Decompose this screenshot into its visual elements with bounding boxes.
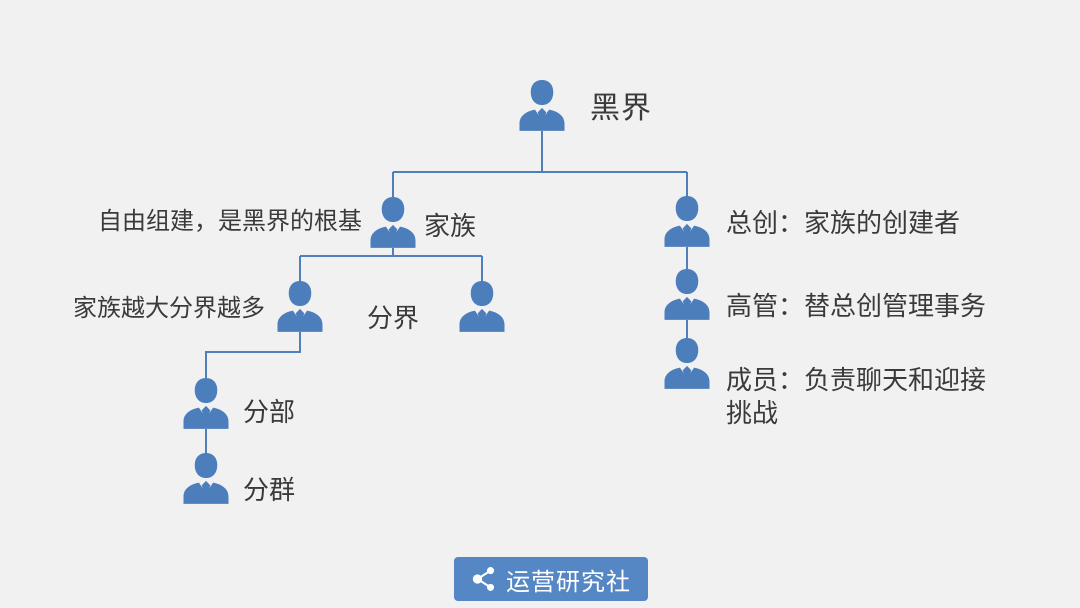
role-member-label: 成员：负责聊天和迎接挑战 (726, 365, 987, 428)
branch-label: 分界 (367, 303, 420, 333)
person-icon-branch-left (277, 281, 323, 332)
person-icon-group (183, 453, 229, 504)
person-icon-manager (664, 269, 710, 320)
root-label: 黑界 (590, 92, 652, 125)
branch-note: 家族越大分界越多 (73, 295, 265, 322)
division-label: 分部 (243, 397, 296, 427)
role-founder-label: 总创：家族的创建者 (726, 208, 961, 238)
person-icon-branch-right (459, 281, 505, 332)
role-manager-label: 高管：替总创管理事务 (726, 291, 987, 321)
person-icon-founder (664, 196, 710, 247)
person-icon-root (519, 80, 565, 131)
person-icon-division (183, 378, 229, 429)
share-network-icon (472, 567, 495, 591)
group-label: 分群 (243, 475, 296, 505)
person-icon-member (664, 338, 710, 389)
person-icon-family (370, 197, 416, 248)
family-label: 家族 (424, 211, 477, 241)
logo-text: 运营研究社 (506, 568, 631, 596)
family-note: 自由组建，是黑界的根基 (98, 208, 362, 235)
yunying-yanjiushe-logo: 运营研究社 (454, 557, 648, 601)
